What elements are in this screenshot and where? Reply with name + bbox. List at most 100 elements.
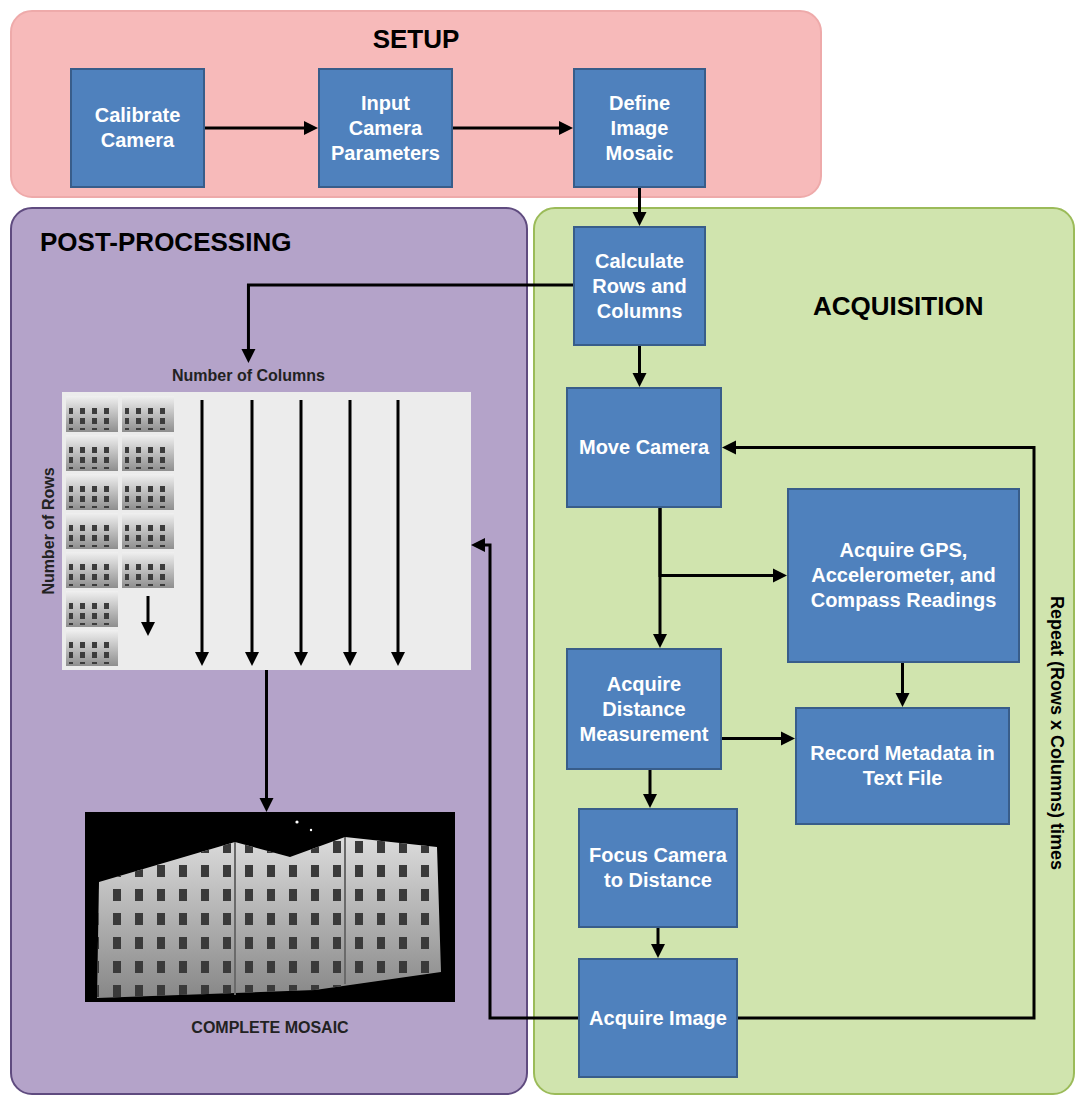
image-grid-illustration <box>62 392 471 670</box>
box-label: Acquire Distance Measurement <box>574 672 714 747</box>
arrow-head <box>391 652 405 666</box>
mosaic-illustration <box>85 812 455 1002</box>
building-windows <box>85 812 455 1002</box>
thumbnail <box>122 435 174 471</box>
column-arrow <box>201 400 204 654</box>
arrow-head <box>651 944 665 958</box>
box-label: Acquire Image <box>589 1006 727 1031</box>
connector-arrow <box>722 441 1034 1019</box>
image-thumbnails <box>66 396 174 666</box>
arrow-head <box>633 373 647 387</box>
process-box: Move Camera <box>566 387 722 508</box>
thumbnail <box>122 396 174 432</box>
edge-label: Repeat (Rows x Columns) times <box>1045 596 1067 870</box>
connector-line <box>483 545 578 1018</box>
image-grid: Number of ColumnsNumber of Rows <box>62 392 471 670</box>
connector-arrow <box>471 538 578 1018</box>
box-label: Input Camera Parameters <box>326 91 445 166</box>
box-label: Calculate Rows and Columns <box>581 249 698 324</box>
connector-line <box>649 770 652 796</box>
connector-arrow <box>241 285 573 363</box>
column-arrow <box>147 596 150 624</box>
connector-arrow <box>453 121 573 135</box>
connector-arrow <box>896 663 910 707</box>
image-caption: COMPLETE MOSAIC <box>85 1018 455 1037</box>
connector-line <box>734 448 1034 1019</box>
thumbnail <box>66 396 118 432</box>
column-arrow <box>397 400 400 654</box>
connector-line <box>660 508 775 576</box>
arrow-head <box>653 634 667 648</box>
band-title: SETUP <box>12 24 820 55</box>
arrow-head <box>343 652 357 666</box>
connector-arrow <box>633 188 647 226</box>
connector-line <box>638 346 641 375</box>
thumbnail <box>122 552 174 588</box>
thumbnail <box>66 591 118 627</box>
arrow-head <box>304 121 318 135</box>
connector-line <box>453 127 561 130</box>
band-title: ACQUISITION <box>813 291 983 322</box>
arrow-head <box>294 652 308 666</box>
connector-line <box>722 737 783 740</box>
mosaic-image: COMPLETE MOSAIC <box>85 812 455 1002</box>
arrow-head <box>245 652 259 666</box>
building-edge <box>344 837 346 984</box>
box-label: Focus Camera to Distance <box>586 843 730 893</box>
connector-line <box>638 188 641 214</box>
arrow-head <box>633 212 647 226</box>
process-box: Calculate Rows and Columns <box>573 226 706 346</box>
building-edge <box>234 842 236 995</box>
connector-arrow <box>722 732 795 746</box>
connector-arrow <box>653 508 667 648</box>
process-box: Acquire GPS, Accelerometer, and Compass … <box>787 488 1020 663</box>
light-dot <box>310 829 312 831</box>
arrow-head <box>241 349 255 363</box>
thumbnail <box>66 630 118 666</box>
thumbnail <box>66 552 118 588</box>
connector-line <box>248 285 573 351</box>
arrow-head <box>195 652 209 666</box>
stage-band: ACQUISITION Calculate Rows and ColumnsMov… <box>533 207 1075 1095</box>
process-box: Acquire Image <box>578 958 738 1078</box>
box-label: Move Camera <box>579 435 709 460</box>
axis-label: Number of Columns <box>172 366 325 385</box>
box-label: Calibrate Camera <box>78 103 197 153</box>
column-arrow <box>251 400 254 654</box>
arrow-head <box>471 538 485 552</box>
connector-arrow <box>260 670 274 812</box>
band-title: POST-PROCESSING <box>40 227 291 258</box>
arrow-head <box>260 798 274 812</box>
column-arrows <box>141 400 405 666</box>
connector-arrow <box>633 346 647 387</box>
connector-arrow <box>643 770 657 808</box>
arrow-head <box>722 441 736 455</box>
box-label: Acquire GPS, Accelerometer, and Compass … <box>795 538 1012 613</box>
connector-line <box>657 928 660 946</box>
box-label: Define Image Mosaic <box>581 91 698 166</box>
process-box: Define Image Mosaic <box>573 68 706 188</box>
process-box: Focus Camera to Distance <box>578 808 738 928</box>
mosaic-background <box>85 812 455 1002</box>
arrow-head <box>896 693 910 707</box>
arrow-head <box>773 569 787 583</box>
connector-arrow <box>651 928 665 958</box>
stage-band: SETUP Calibrate Camera Input Camera Parame… <box>10 10 822 198</box>
connector-arrow <box>205 121 318 135</box>
connector-line <box>659 508 662 636</box>
process-box: Input Camera Parameters <box>318 68 453 188</box>
column-arrow <box>300 400 303 654</box>
column-arrow <box>349 400 352 654</box>
process-box: Acquire Distance Measurement <box>566 648 722 770</box>
process-box: Calibrate Camera <box>70 68 205 188</box>
arrow-head <box>643 794 657 808</box>
connector-line <box>205 127 306 130</box>
axis-label: Number of Rows <box>39 467 58 594</box>
stage-band: POST-PROCESSING <box>10 207 528 1095</box>
thumbnail <box>122 513 174 549</box>
arrow-head <box>781 732 795 746</box>
light-dot <box>295 820 298 823</box>
thumbnail <box>122 474 174 510</box>
arrow-head <box>559 121 573 135</box>
